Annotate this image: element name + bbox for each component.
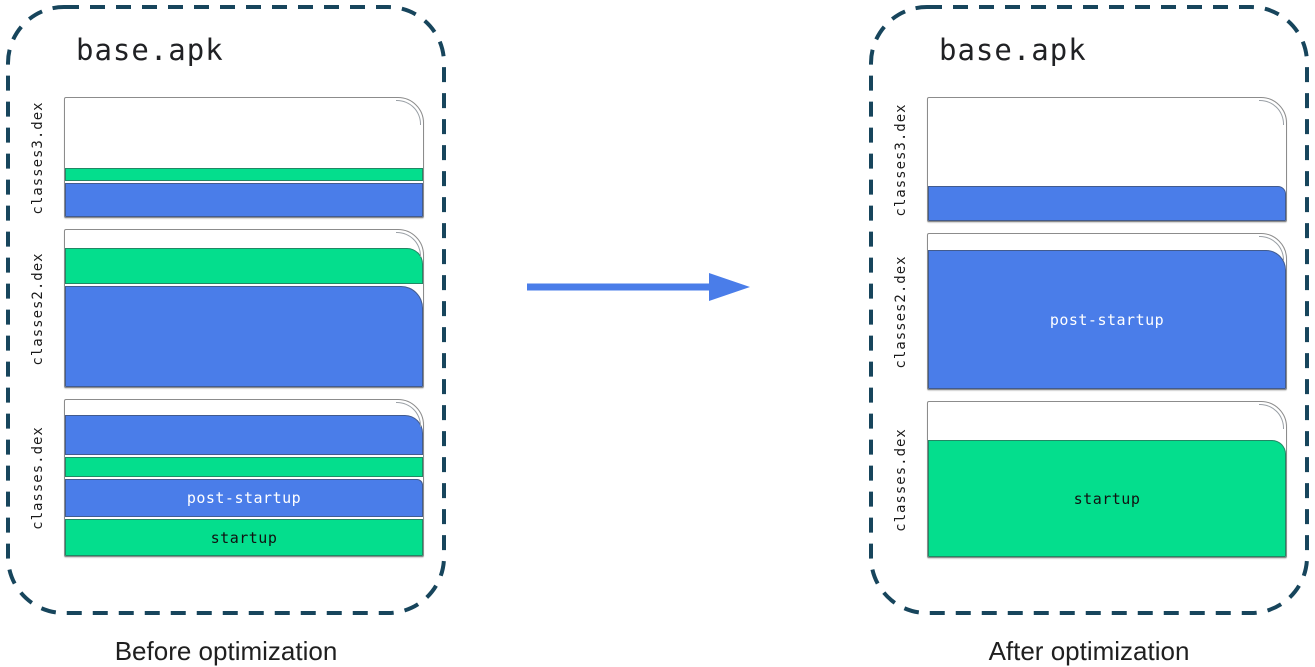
segment-post-startup	[65, 415, 423, 455]
file-sheet	[64, 229, 424, 388]
file-label: classes3.dex	[893, 102, 909, 217]
segment-startup: startup	[65, 519, 423, 556]
file-row: classes.dex post-startup startup	[30, 399, 424, 557]
file-sheet: startup	[927, 401, 1287, 558]
band-label: startup	[210, 528, 278, 547]
band-label: post-startup	[186, 489, 302, 507]
segment-post-startup	[65, 183, 423, 217]
segment-startup	[65, 168, 423, 181]
file-label: classes.dex	[30, 426, 46, 530]
file-sheet: post-startup	[927, 233, 1287, 390]
segment-startup	[65, 457, 423, 477]
file-label: classes.dex	[893, 427, 909, 532]
segment-free	[65, 400, 423, 413]
segment-free	[928, 98, 1286, 184]
segment-stack	[65, 98, 423, 217]
segment-post-startup	[928, 186, 1286, 221]
file-label: classes2.dex	[893, 254, 909, 369]
segment-post-startup: post-startup	[65, 479, 423, 517]
segment-free	[65, 230, 423, 246]
segment-stack	[928, 98, 1286, 221]
segment-free	[928, 234, 1286, 248]
panel-after: base.apk classes3.dex classes2.dex post-st…	[869, 5, 1309, 615]
file-row: classes3.dex	[893, 97, 1287, 222]
file-label: classes2.dex	[30, 251, 46, 366]
file-row: classes2.dex post-startup	[893, 233, 1287, 390]
apk-title: base.apk	[76, 33, 224, 67]
file-row: classes2.dex	[30, 229, 424, 388]
segment-post-startup	[65, 286, 423, 387]
segment-startup	[65, 248, 423, 284]
segment-stack: post-startup startup	[65, 400, 423, 556]
file-sheet	[927, 97, 1287, 222]
segment-free	[65, 98, 423, 166]
caption-before: Before optimization	[114, 636, 338, 666]
segment-post-startup: post-startup	[928, 250, 1286, 389]
file-sheet: post-startup startup	[64, 399, 424, 557]
dashed-border	[6, 5, 446, 615]
segment-stack: post-startup	[928, 234, 1286, 389]
segment-startup: startup	[928, 440, 1286, 557]
segment-free	[928, 402, 1286, 438]
segment-stack: startup	[928, 402, 1286, 557]
file-row: classes3.dex	[30, 97, 424, 218]
dashed-border	[869, 5, 1309, 615]
band-label: post-startup	[1049, 310, 1165, 329]
apk-title: base.apk	[939, 33, 1087, 67]
file-stack: classes3.dex classes2.dex classes.dex post-…	[30, 97, 424, 568]
file-sheet	[64, 97, 424, 218]
arrow-icon	[527, 273, 750, 301]
band-label: startup	[1073, 489, 1141, 508]
file-row: classes.dex startup	[893, 401, 1287, 558]
caption-after: After optimization	[988, 636, 1190, 666]
segment-stack	[65, 230, 423, 387]
file-label: classes3.dex	[30, 100, 46, 215]
